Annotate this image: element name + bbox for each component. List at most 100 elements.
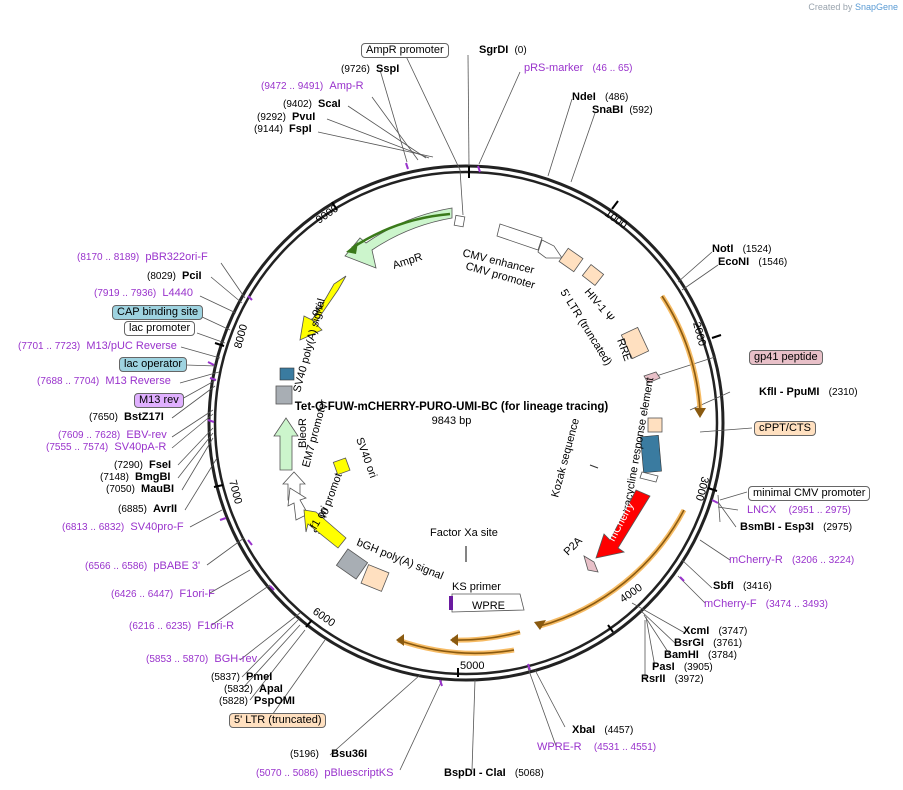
enzyme-bspdi-clai[interactable]: BspDI - ClaI (5068) [444, 767, 544, 780]
enzyme-apai[interactable]: (5832) ApaI [224, 683, 283, 696]
minimal-cmv-promoter-box[interactable]: minimal CMV promoter [748, 486, 871, 501]
primer-name: Amp-R [329, 80, 364, 92]
enzyme-name: MauBI [141, 483, 175, 495]
enzyme-sgrdi[interactable]: SgrDI (0) [479, 44, 527, 57]
enzyme-kfli-ppumi[interactable]: KflI - PpuMI (2310) [759, 386, 858, 399]
enzyme-ndei[interactable]: NdeI (486) [572, 91, 628, 104]
cap-binding-site-box[interactable]: CAP binding site [112, 305, 204, 320]
enzyme-scai[interactable]: (9402) ScaI [283, 98, 341, 111]
enzyme-econi[interactable]: EcoNI (1546) [718, 256, 787, 269]
enzyme-bsu36i[interactable]: (5196) Bsu36I [290, 748, 367, 761]
lac-operator-box[interactable]: lac operator [119, 357, 188, 372]
enzyme-coord: (5196) [290, 749, 319, 760]
enzyme-coord: (9402) [283, 99, 312, 110]
enzyme-avrii[interactable]: (6885) AvrII [118, 503, 177, 516]
enzyme-pspomi[interactable]: (5828) PspOMI [219, 695, 295, 708]
enzyme-fsei[interactable]: (7290) FseI [114, 459, 171, 472]
primer-f1ori-r[interactable]: (6216 .. 6235) F1ori-R [129, 620, 234, 633]
m13-rev-box[interactable]: M13 rev [134, 393, 184, 408]
enzyme-snabi[interactable]: SnaBI (592) [592, 104, 653, 117]
enzyme-pmei[interactable]: (5837) PmeI [211, 671, 272, 684]
enzyme-pvui[interactable]: (9292) PvuI [257, 111, 315, 124]
primer-name: F1ori-F [179, 588, 215, 600]
tick-4000 [607, 624, 614, 633]
enzyme-fspi[interactable]: (9144) FspI [254, 123, 312, 136]
enzyme-pcii[interactable]: (8029) PciI [147, 270, 202, 283]
sv40-polya-striped [279, 367, 295, 381]
primer-name: pBABE 3' [153, 560, 201, 572]
tre-minimal-cmv [639, 471, 659, 483]
rre-feature [620, 326, 650, 360]
enzyme-maubi[interactable]: (7050) MauBI [106, 483, 174, 496]
tre-feature [640, 434, 662, 474]
enzyme-name: BsmBI - Esp3I [740, 521, 814, 533]
primer-mcherry-r[interactable]: mCherry-R (3206 .. 3224) [729, 554, 854, 567]
enzyme-coord: (1524) [742, 244, 772, 255]
enzyme-name: SspI [376, 63, 400, 75]
enzyme-bmgbi[interactable]: (7148) BmgBI [100, 471, 170, 484]
ampr-promoter-box[interactable]: AmpR promoter [361, 43, 449, 58]
enzyme-name: PasI [652, 661, 675, 673]
primer-f1ori-f[interactable]: (6426 .. 6447) F1ori-F [111, 588, 215, 601]
enzyme-noti[interactable]: NotI (1524) [712, 243, 771, 256]
enzyme-name: BstZ17I [124, 411, 164, 423]
ltr5-label: 5' LTR (truncated) [557, 287, 614, 368]
bleor-arrow [273, 417, 299, 471]
primer-l4440[interactable]: (7919 .. 7936) L4440 [94, 287, 193, 300]
ltr-truncated-box[interactable]: 5' LTR (truncated) [229, 713, 327, 728]
primer-name: L4440 [162, 287, 193, 299]
primer-coord: (8170 .. 8189) [77, 252, 140, 263]
gp41-peptide-box[interactable]: gp41 peptide [749, 350, 823, 365]
primer-name: pBluescriptKS [324, 767, 394, 779]
enzyme-name: SbfI [713, 580, 734, 592]
enzyme-rsrii[interactable]: RsrII (3972) [641, 673, 704, 686]
primer-mcherry-f[interactable]: mCherry-F (3474 .. 3493) [704, 598, 828, 611]
enzyme-coord: (3416) [742, 581, 772, 592]
tick-1000 [611, 200, 619, 210]
primer-coord: (2951 .. 2975) [788, 505, 851, 516]
primer-name: M13 Reverse [105, 375, 171, 387]
primer-name: EBV-rev [126, 429, 167, 441]
primer-coord: (7919 .. 7936) [94, 288, 157, 299]
enzyme-coord: (9292) [257, 112, 286, 123]
enzyme-sspi[interactable]: (9726) SspI [341, 63, 399, 76]
primer-pbluescriptks[interactable]: (5070 .. 5086) pBluescriptKS [256, 767, 393, 780]
primer-wpre-r[interactable]: WPRE-R (4531 .. 4551) [537, 741, 656, 754]
enzyme-coord: (7650) [89, 412, 118, 423]
cppt-cts-box[interactable]: cPPT/CTS [754, 421, 816, 436]
enzyme-name: FspI [289, 123, 312, 135]
enzyme-coord: (3761) [713, 638, 743, 649]
enzyme-bsmbi-esp3i[interactable]: BsmBI - Esp3I (2975) [740, 521, 852, 534]
primer-prs-marker[interactable]: pRS-marker (46 .. 65) [524, 62, 633, 75]
lac-promoter-box[interactable]: lac promoter [124, 321, 196, 336]
enzyme-name: BamHI [664, 649, 699, 661]
enzyme-bstz17i[interactable]: (7650) BstZ17I [89, 411, 164, 424]
enzyme-bamhi[interactable]: BamHI (3784) [664, 649, 737, 662]
enzyme-name: BmgBI [135, 471, 171, 483]
primer-amp-r[interactable]: (9472 .. 9491) Amp-R [261, 80, 364, 93]
primer-lncx[interactable]: LNCX (2951 .. 2975) [747, 504, 851, 517]
enzyme-xbai[interactable]: XbaI (4457) [572, 724, 633, 737]
primer-ebv-rev[interactable]: (7609 .. 7628) EBV-rev [58, 429, 167, 442]
enzyme-bsrgi[interactable]: BsrGI (3761) [674, 637, 742, 650]
credit-prefix: Created by [808, 2, 853, 12]
enzyme-name: PspOMI [254, 695, 295, 707]
primer-name: BGH-rev [214, 653, 258, 665]
enzyme-name: SnaBI [592, 104, 624, 116]
enzyme-coord: (592) [629, 105, 653, 116]
enzyme-coord: (5832) [224, 684, 253, 695]
primer-m13-reverse[interactable]: (7688 .. 7704) M13 Reverse [37, 375, 171, 388]
primer-marks [207, 162, 719, 687]
primer-pbr322ori-f[interactable]: (8170 .. 8189) pBR322ori-F [77, 251, 208, 264]
enzyme-pasi[interactable]: PasI (3905) [652, 661, 713, 674]
primer-sv40pro-f[interactable]: (6813 .. 6832) SV40pro-F [62, 521, 184, 534]
enzyme-name: PvuI [292, 111, 316, 123]
primer-m13-puc-reverse[interactable]: (7701 .. 7723) M13/pUC Reverse [18, 340, 177, 353]
primer-coord: (7688 .. 7704) [37, 376, 100, 387]
enzyme-sbfi[interactable]: SbfI (3416) [713, 580, 772, 593]
enzyme-xcmi[interactable]: XcmI (3747) [683, 625, 747, 638]
primer-sv40pa-r[interactable]: (7555 .. 7574) SV40pA-R [46, 441, 166, 454]
enzyme-coord: (2975) [823, 522, 853, 533]
primer-pbabe3[interactable]: (6566 .. 6586) pBABE 3' [85, 560, 200, 573]
primer-bgh-rev[interactable]: (5853 .. 5870) BGH-rev [146, 653, 257, 666]
